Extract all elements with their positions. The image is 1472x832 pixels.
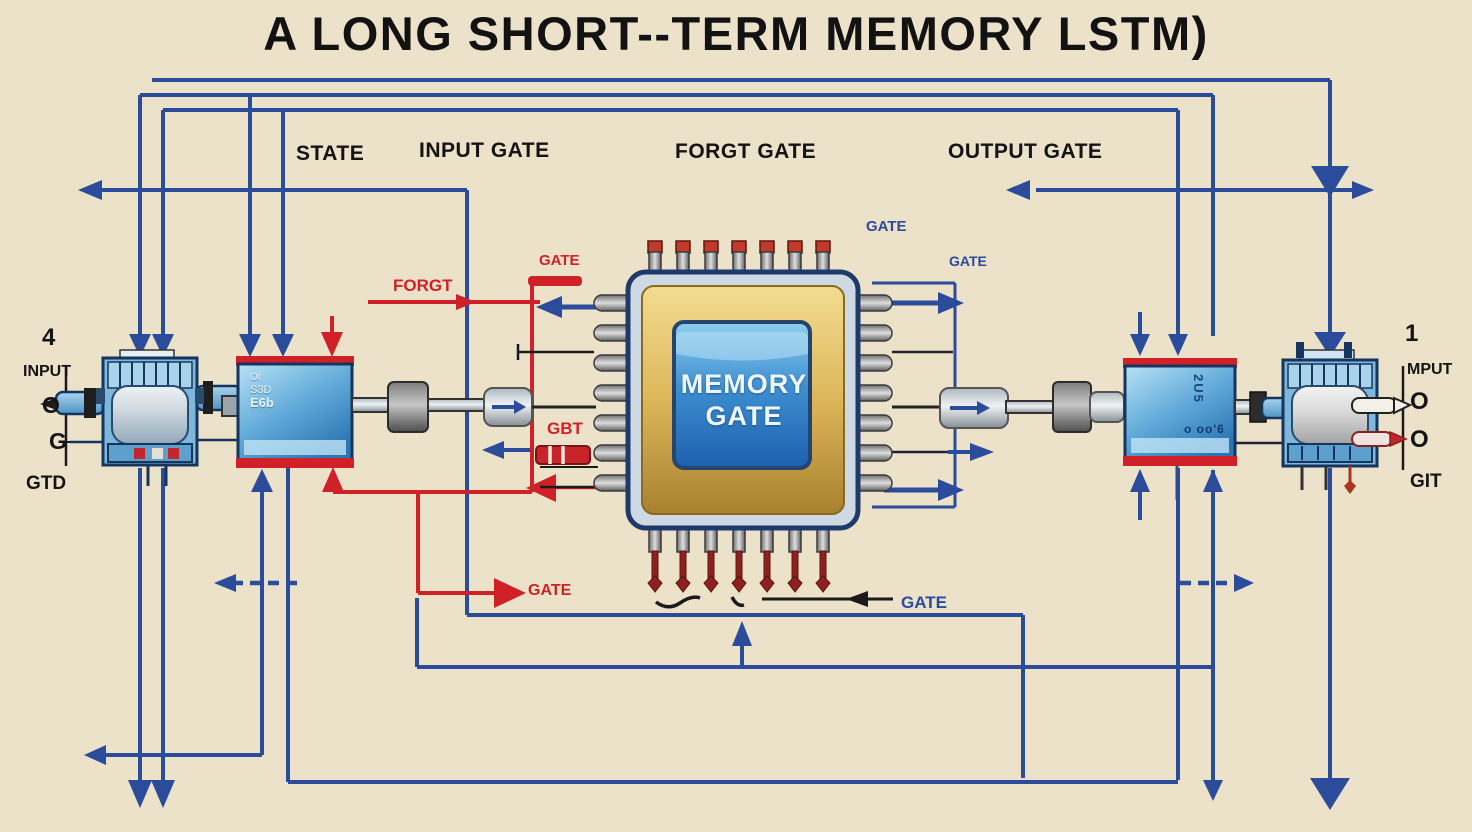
left-terminal-pin-top: O — [42, 392, 60, 418]
chip-label-line1: MEMORY — [680, 369, 808, 399]
label-state: STATE — [296, 142, 365, 165]
left-terminal-pin-bottom: G — [49, 428, 67, 454]
chip-label: MEMORY GATE — [629, 368, 859, 433]
shaft-connector-right — [892, 350, 1125, 454]
memory-cell-text-line3: E6b — [250, 395, 274, 411]
memory-chip — [593, 240, 893, 593]
memory-cell-box — [221, 356, 354, 468]
label-gate-red-top: GATE — [539, 252, 580, 269]
output-cell-bottom-text: o oo'6 — [1184, 422, 1225, 436]
left-transformer — [54, 349, 244, 467]
label-gate-blue-top: GATE — [866, 218, 907, 235]
memory-cell-text-line1: Ot — [250, 372, 261, 383]
memory-cell-text: Ot S3D E6b — [250, 372, 274, 411]
label-gate-blue-bottom: GATE — [901, 593, 947, 612]
red-striped-component — [535, 445, 598, 468]
output-cell-vertical-text: 2U5 — [1191, 374, 1206, 404]
label-gate-blue-right: GATE — [949, 253, 987, 269]
left-terminal-footer: GTD — [26, 473, 67, 494]
output-cell-box — [1123, 358, 1292, 466]
right-transformer — [1281, 342, 1413, 494]
label-gbt: GBT — [547, 419, 583, 438]
right-terminal-pin-top: O — [1410, 388, 1429, 415]
label-gate-red-bottom: GATE — [528, 582, 572, 599]
label-output-gate: OUTPUT GATE — [948, 140, 1103, 163]
label-forgt: FORGT — [393, 276, 453, 295]
label-forget-gate: FORGT GATE — [675, 140, 817, 163]
red-arrowheads — [321, 276, 582, 608]
diagram-title: A LONG SHORT--TERM MEMORY LSTM) — [263, 7, 1209, 60]
right-terminal-index: 1 — [1405, 320, 1419, 347]
box1-thin-leads — [70, 438, 240, 486]
right-terminal-pin-bottom: O — [1410, 426, 1429, 453]
left-terminal-label: INPUT — [23, 363, 71, 380]
right-terminal-footer: GIT — [1410, 471, 1442, 492]
right-terminal-label: MPUT — [1407, 361, 1453, 378]
blue-wires — [100, 78, 1360, 784]
memory-cell-text-line2: S3D — [250, 383, 272, 396]
label-input-gate: INPUT GATE — [419, 139, 550, 162]
blue-arrowheads — [78, 166, 1374, 810]
shaft-connector-left — [351, 381, 596, 433]
left-terminal-index: 4 — [42, 324, 56, 351]
chip-label-line2: GATE — [705, 401, 783, 432]
